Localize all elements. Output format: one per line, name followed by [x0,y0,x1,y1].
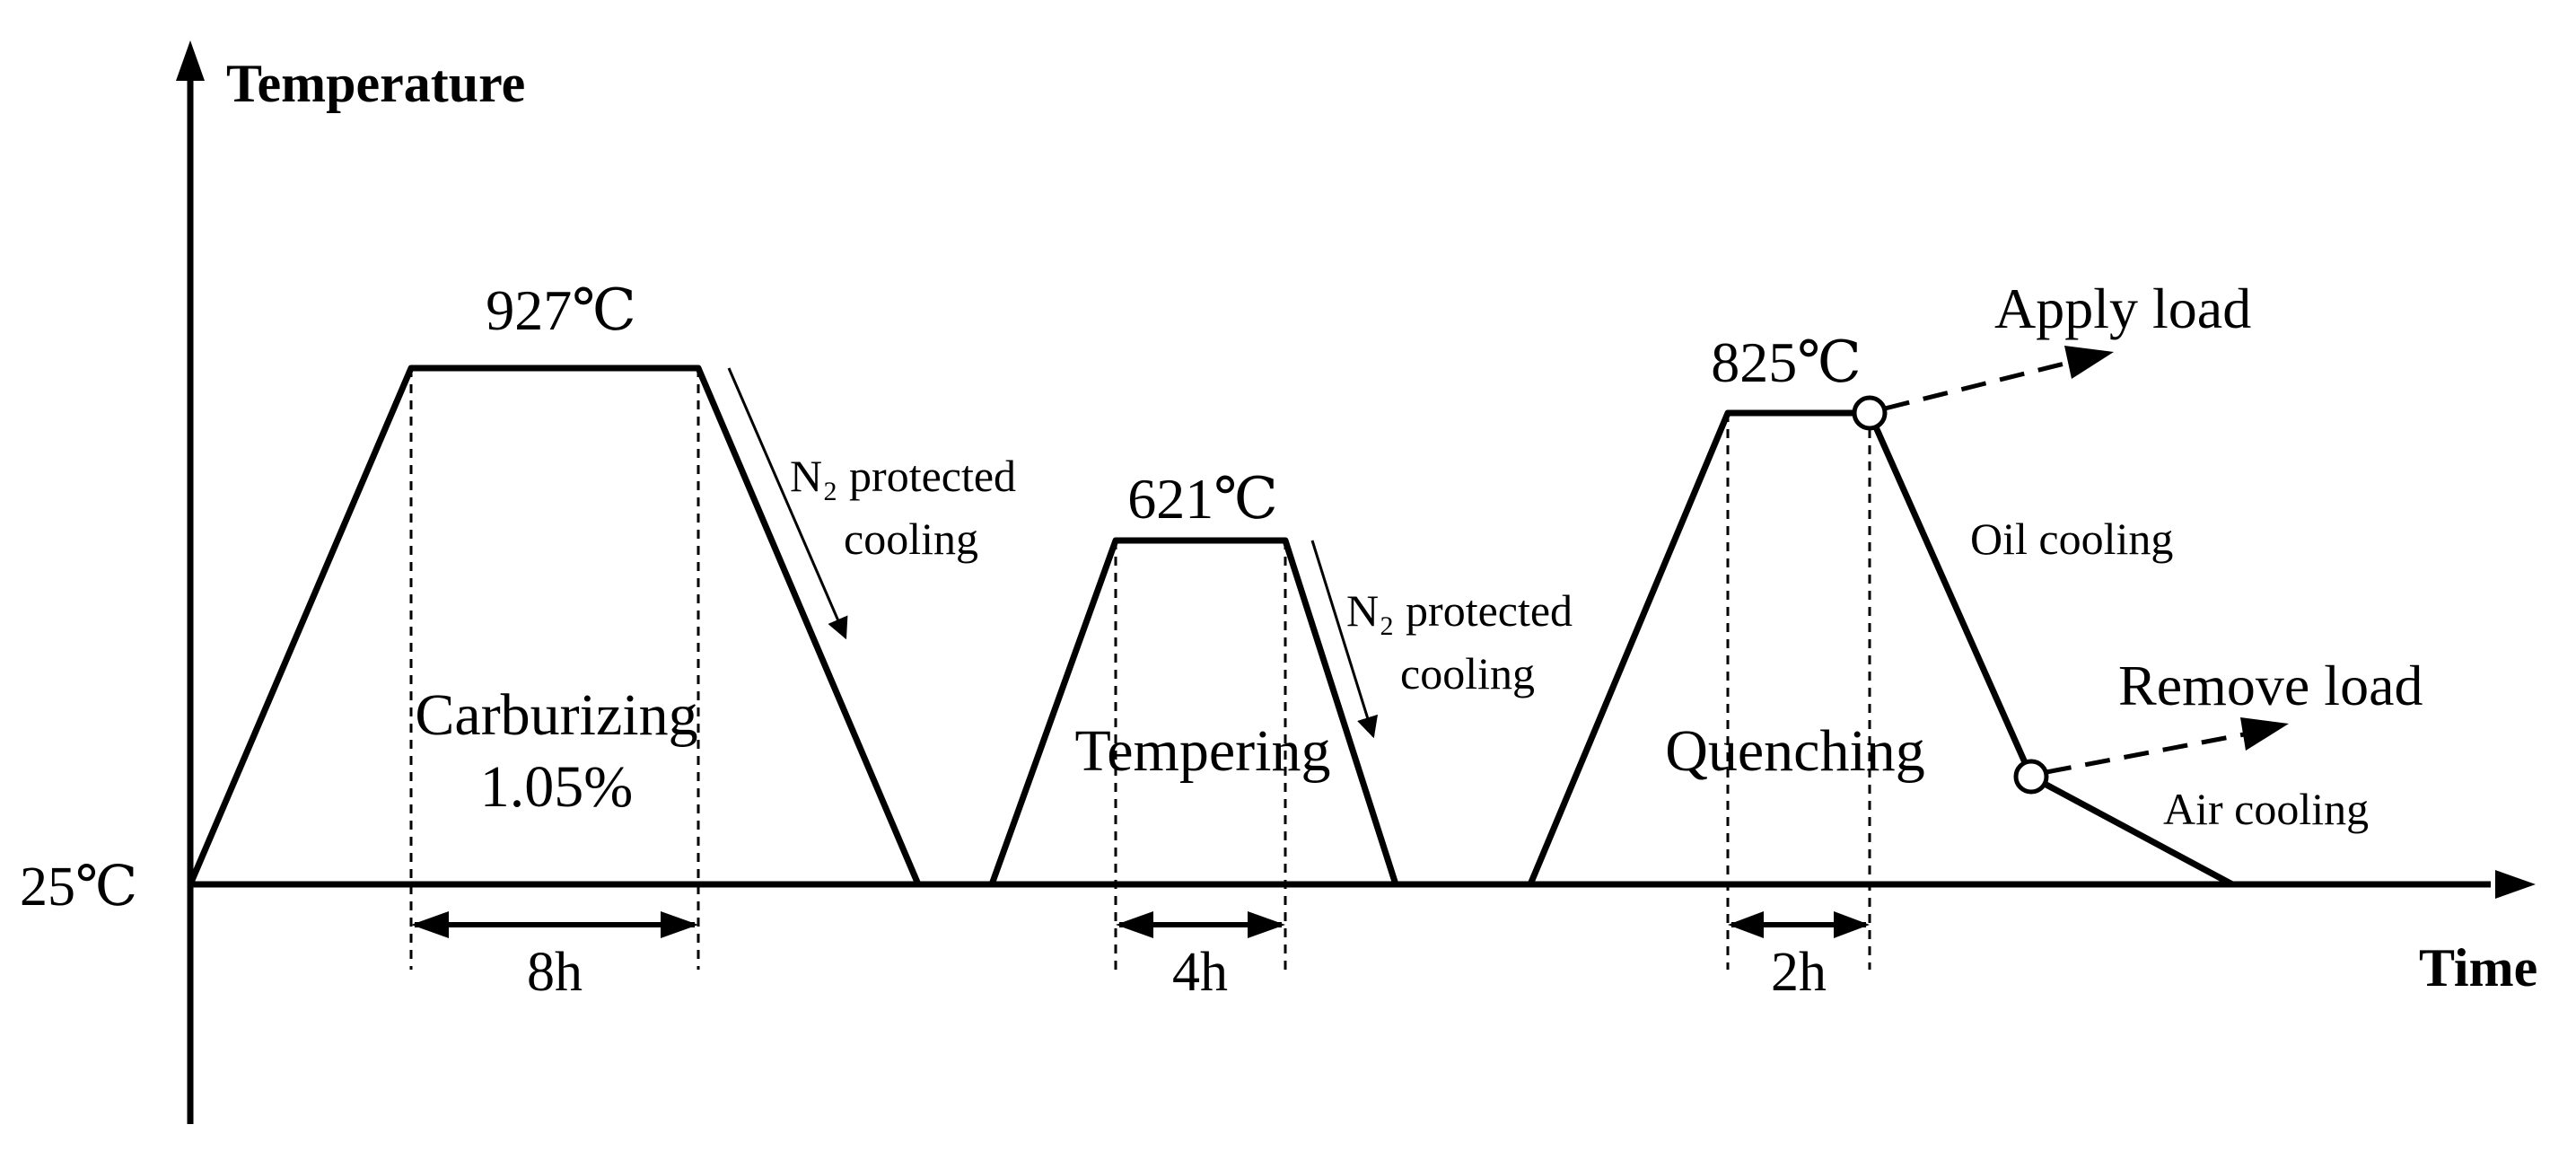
x-axis-arrowhead [2495,870,2536,899]
tempering-stage-label: Tempering [1075,718,1331,784]
carburizing-cooling-arrow [727,367,848,640]
apply-load-label: Apply load [1994,277,2251,340]
remove-load-label: Remove load [2118,654,2423,717]
stage-tempering: 4h 621℃ Tempering N₂ protected cooling [988,467,1573,1003]
tempering-profile [988,537,1399,886]
carburizing-duration-arrowhead-left [411,911,449,938]
carburizing-stage-label: Carburizing [415,682,697,748]
apply-load-marker [1852,395,1888,431]
x-axis-label: Time [2419,938,2537,997]
carburizing-cooling-label-line1: N₂ protected [790,451,1016,501]
tempering-duration-arrowhead-right [1248,911,1285,938]
carburizing-duration-arrowhead-right [661,911,698,938]
oil-cooling-label: Oil cooling [1970,514,2173,564]
tempering-peak-label: 621℃ [1127,467,1278,531]
remove-load-arrowhead [2240,717,2289,751]
carburizing-cooling-label-line2: cooling [844,514,978,564]
remove-load-arrow [2046,732,2245,775]
remove-load-marker [2013,759,2049,795]
quenching-duration-label: 2h [1771,942,1827,1003]
baseline-temperature-label: 25℃ [20,857,137,918]
stage-carburizing: 8h 927℃ Carburizing 1.05% N₂ protected c… [187,278,1016,1003]
quenching-stage-label: Quenching [1665,718,1925,784]
y-axis-label: Temperature [226,54,525,113]
carburizing-profile [187,365,922,886]
tempering-cooling-label-line1: N₂ protected [1346,585,1573,636]
tempering-cooling-arrow [1310,540,1379,739]
quenching-profile [1527,409,2234,888]
carburizing-peak-label: 927℃ [486,278,636,342]
y-axis-arrowhead [176,40,205,81]
tempering-duration-label: 4h [1172,942,1228,1003]
carburizing-duration-label: 8h [527,942,583,1003]
tempering-cooling-label-line2: cooling [1400,648,1535,699]
axes: Temperature Time 25℃ [20,40,2537,1124]
apply-load-arrow [1884,361,2065,411]
stage-quenching: 2h 825℃ Quenching Oil cooling Air coolin… [1527,277,2423,1003]
quenching-peak-label: 825℃ [1711,330,1862,394]
quenching-duration-arrowhead-right [1834,911,1870,938]
carburizing-carbon-label: 1.05% [480,754,633,820]
apply-load-arrowhead [2064,346,2114,379]
tempering-duration-arrowhead-left [1116,911,1153,938]
air-cooling-label: Air cooling [2163,784,2369,834]
quenching-duration-arrowhead-left [1728,911,1764,938]
